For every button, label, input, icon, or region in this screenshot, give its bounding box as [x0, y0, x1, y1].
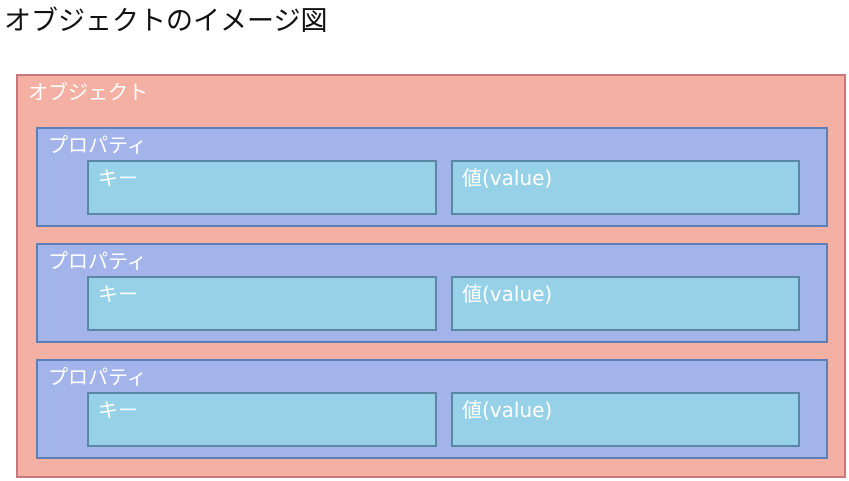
key-box: キー [87, 276, 437, 331]
property-label: プロパティ [48, 249, 147, 273]
object-box: オブジェクト プロパティ キー 値(value) プロパティ キー 値(valu… [16, 74, 846, 478]
key-label: キー [98, 282, 138, 306]
property-box: プロパティ キー 値(value) [36, 127, 828, 227]
value-label: 値(value) [462, 166, 553, 190]
key-box: キー [87, 160, 437, 215]
diagram-title: オブジェクトのイメージ図 [4, 6, 328, 37]
value-box: 値(value) [451, 160, 800, 215]
value-label: 値(value) [462, 398, 553, 422]
key-box: キー [87, 392, 437, 447]
object-label: オブジェクト [28, 80, 148, 104]
value-label: 値(value) [462, 282, 553, 306]
property-label: プロパティ [48, 133, 147, 157]
value-box: 値(value) [451, 276, 800, 331]
property-label: プロパティ [48, 365, 147, 389]
property-box: プロパティ キー 値(value) [36, 359, 828, 459]
key-label: キー [98, 166, 138, 190]
key-label: キー [98, 398, 138, 422]
value-box: 値(value) [451, 392, 800, 447]
property-box: プロパティ キー 値(value) [36, 243, 828, 343]
